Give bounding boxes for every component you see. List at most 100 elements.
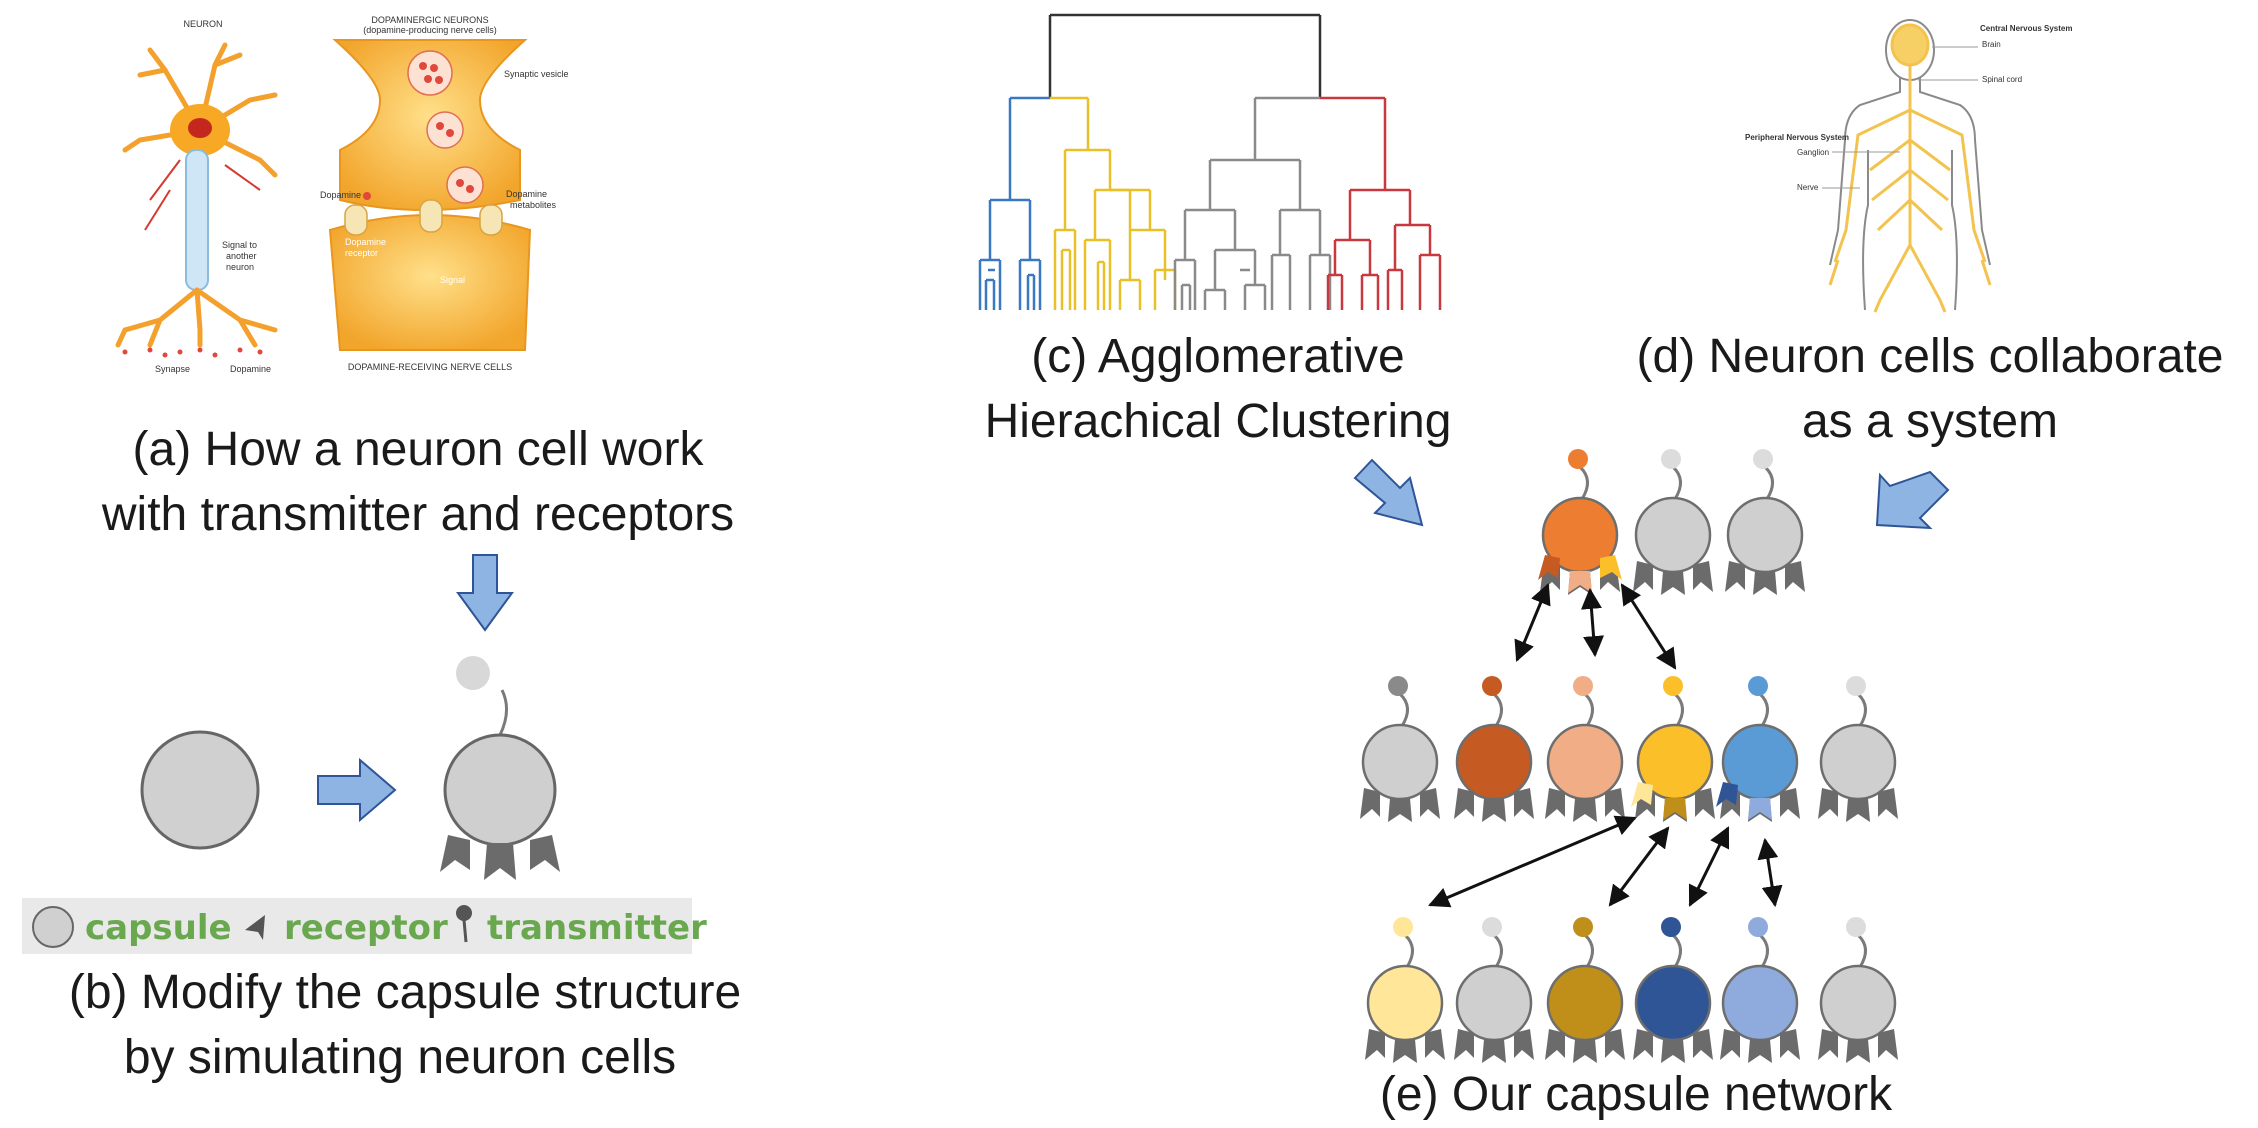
legend: capsule receptor transmitter xyxy=(22,898,707,954)
receptor xyxy=(1388,798,1412,822)
transmitter xyxy=(1748,676,1768,696)
receptor xyxy=(1785,561,1805,592)
transmitter xyxy=(1748,917,1768,937)
caption-a-line1: (a) How a neuron cell work xyxy=(133,423,705,476)
receptor xyxy=(1545,1029,1565,1060)
capsule-stalk xyxy=(1398,692,1409,727)
right-arrow-icon xyxy=(317,757,397,823)
receptor xyxy=(1365,1029,1385,1060)
dendrogram xyxy=(978,13,1442,310)
receptor xyxy=(1420,788,1440,819)
label-metabolites-1: Dopamine xyxy=(506,189,547,199)
label-synapse: Synapse xyxy=(155,364,190,374)
transmitter xyxy=(1573,676,1593,696)
panel-a: NEURON Signal to xyxy=(101,15,734,632)
capsule-body xyxy=(1726,496,1804,574)
receptor xyxy=(1661,571,1685,595)
transmitter xyxy=(1846,917,1866,937)
down-arrow-icon xyxy=(456,554,514,632)
synapse-illustration: DOPAMINERGIC NEURONS (dopamine-producing… xyxy=(320,15,569,372)
transmitter xyxy=(1573,917,1593,937)
receptor xyxy=(1454,788,1474,819)
label-dopamine: Dopamine xyxy=(320,190,361,200)
capsule-stalk xyxy=(1673,692,1684,727)
dendro-yellow xyxy=(1050,96,1177,310)
neuron-illustration: NEURON Signal to xyxy=(115,19,278,374)
transmitter xyxy=(1388,676,1408,696)
caption-d-line1: (d) Neuron cells collaborate xyxy=(1637,330,2224,383)
capsule-stalk xyxy=(1492,933,1503,968)
neuron-title: NEURON xyxy=(183,19,222,29)
receptor xyxy=(1748,1039,1772,1063)
receptor xyxy=(1454,1029,1474,1060)
legend-receptor-icon xyxy=(245,915,265,940)
transmitter xyxy=(1568,449,1588,469)
caption-b-line1: (b) Modify the capsule structure xyxy=(69,966,741,1019)
nerves xyxy=(1828,23,1992,313)
label-receptor-1: Dopamine xyxy=(345,237,386,247)
label-brain: Brain xyxy=(1982,40,2001,49)
capsule-body xyxy=(1361,723,1439,801)
capsule-stalk xyxy=(1763,465,1774,500)
transmitter xyxy=(1753,449,1773,469)
receptor xyxy=(1393,1039,1417,1063)
legend-capsule-icon xyxy=(32,906,74,948)
panel-e: (e) Our capsule network xyxy=(1360,449,1898,1121)
caption-c-line1: (c) Agglomerative xyxy=(1031,330,1404,383)
capsule-body xyxy=(1721,964,1799,1042)
plain-capsule xyxy=(140,730,260,850)
label-signal-to: Signal to xyxy=(222,240,257,250)
middle-capsule-6 xyxy=(1818,676,1898,822)
label-ganglion: Ganglion xyxy=(1797,148,1829,157)
legend-receptor: receptor xyxy=(284,908,448,948)
label-signal: Signal xyxy=(440,275,465,285)
receptor xyxy=(1633,1029,1653,1060)
receptor xyxy=(1482,798,1506,822)
bottom-capsule-3 xyxy=(1545,917,1625,1063)
legend-transmitter: transmitter xyxy=(487,908,707,948)
middle-capsule-3 xyxy=(1545,676,1625,822)
capsule-stalk xyxy=(1671,933,1682,968)
capsule-body xyxy=(1546,723,1624,801)
receptor xyxy=(1878,1029,1898,1060)
transmitter xyxy=(1661,449,1681,469)
colored-receptor xyxy=(1716,782,1738,807)
receptor xyxy=(1818,788,1838,819)
transmitter xyxy=(1661,917,1681,937)
label-neuron: neuron xyxy=(226,262,254,272)
panel-b: capsule receptor transmitter (b) Modify … xyxy=(22,656,741,1084)
capsule-body xyxy=(1366,964,1444,1042)
receptor xyxy=(1482,1039,1506,1063)
dopa-title-1: DOPAMINERGIC NEURONS xyxy=(371,15,488,25)
receptor xyxy=(1514,1029,1534,1060)
label-cns: Central Nervous System xyxy=(1980,24,2072,33)
transmitter xyxy=(1663,676,1683,696)
label-metabolites-2: metabolites xyxy=(510,200,557,210)
label-spinal-cord: Spinal cord xyxy=(1982,75,2022,84)
receptor xyxy=(1425,1029,1445,1060)
receptor xyxy=(1573,798,1597,822)
colored-receptor xyxy=(1663,798,1687,820)
transmitter xyxy=(1393,917,1413,937)
label-dopamine-bottom: Dopamine xyxy=(230,364,271,374)
receptor xyxy=(1661,1039,1685,1063)
transmitter xyxy=(1482,676,1502,696)
middle-capsule-2 xyxy=(1454,676,1534,822)
receptor xyxy=(1818,1029,1838,1060)
colored-receptor xyxy=(1600,555,1622,580)
label-nerve: Nerve xyxy=(1797,183,1819,192)
receptor xyxy=(1605,1029,1625,1060)
capsule-stalk xyxy=(1403,933,1414,968)
capsule-stalk xyxy=(1758,692,1769,727)
colored-receptor xyxy=(1568,571,1592,593)
bottom-capsule-5 xyxy=(1720,917,1800,1063)
bottom-capsule-4 xyxy=(1633,917,1713,1063)
receptor xyxy=(1753,571,1777,595)
caption-d-line2: as a system xyxy=(1802,395,2058,448)
receptor xyxy=(1693,1029,1713,1060)
capsule-body xyxy=(1455,964,1533,1042)
capsule-body xyxy=(1819,723,1897,801)
diagonal-arrow-left-icon xyxy=(1353,458,1424,527)
top-capsule-2 xyxy=(1633,449,1713,595)
capsule-body xyxy=(1634,496,1712,574)
